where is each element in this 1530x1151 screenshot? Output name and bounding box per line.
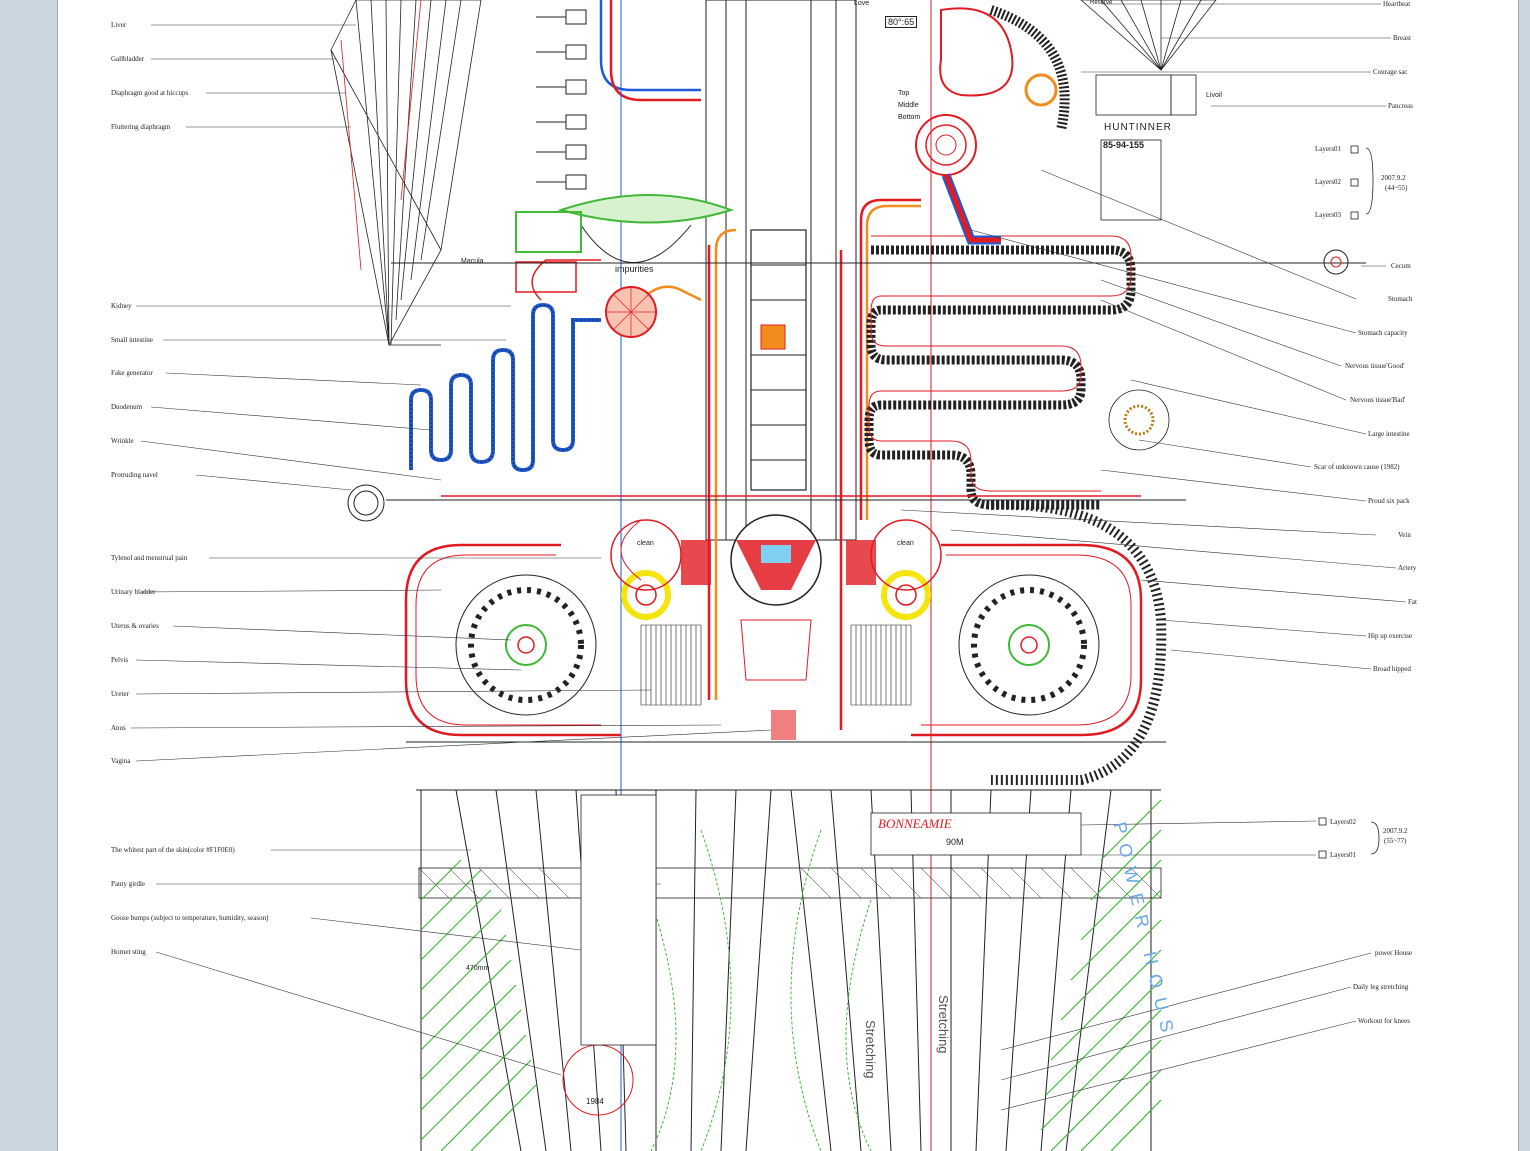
label-fake-generator: Fake generator xyxy=(111,369,153,377)
layer-bottom-1[interactable]: Layers02 xyxy=(1330,818,1357,826)
size-code: 85-94-155 xyxy=(1103,140,1145,150)
pancreas-box xyxy=(1095,74,1197,221)
label-protruding-navel: Protruding navel xyxy=(111,471,158,479)
clean-left: clean xyxy=(637,540,654,547)
label-pancreas: Pancreas xyxy=(1388,102,1413,110)
label-ureter: Ureter xyxy=(111,690,129,698)
layer-top-2[interactable]: Layers02 xyxy=(1315,178,1342,186)
pelvic-wheel-left xyxy=(404,543,621,737)
label-courage-sac: Courage sac xyxy=(1373,68,1408,76)
brand-size: 90M xyxy=(946,837,964,847)
label-hip-up: Hip up exercise xyxy=(1368,632,1412,640)
brand-box xyxy=(580,794,1082,1046)
body-diagram xyxy=(130,0,1407,1151)
label-gallbladder: Gallbladder xyxy=(111,55,145,63)
heart-region xyxy=(939,5,1070,132)
layer-top-1[interactable]: Layers01 xyxy=(1315,145,1342,153)
label-small-intestine: Small intestine xyxy=(111,336,153,344)
layer-bottom-2[interactable]: Layers01 xyxy=(1330,851,1357,859)
label-duodenum: Duodenum xyxy=(111,403,143,411)
label-panty-girdle: Panty girdle xyxy=(111,880,146,888)
label-urinary-bladder: Urinary bladder xyxy=(111,588,156,596)
year-label: 1984 xyxy=(586,1097,604,1106)
drawer-stack xyxy=(536,9,587,190)
leader-lines xyxy=(130,3,1407,1111)
layer-top-3[interactable]: Layers03 xyxy=(1315,211,1342,219)
reserve-label: Reserve xyxy=(1090,0,1113,6)
label-whitest-skin: The whitest part of the skin(color #F1F0… xyxy=(111,846,235,854)
label-broad-hipped: Broad hipped xyxy=(1373,665,1411,673)
middle-label: Middle xyxy=(898,102,919,109)
label-tylenol: Tylenol and menstrual pain xyxy=(111,554,188,562)
liver-pyramid xyxy=(330,0,482,347)
hatched-blocks xyxy=(640,624,912,706)
macula-label: Macula xyxy=(461,258,484,265)
love-label: Love xyxy=(854,0,870,7)
label-fat: Fat xyxy=(1408,598,1417,606)
brand-name: BONNEAMIE xyxy=(878,816,952,831)
stomach-spiral xyxy=(915,114,1001,245)
label-diaphragm: Diaphragm good at hiccups xyxy=(111,89,189,97)
label-uterus-ovaries: Uterus & ovaries xyxy=(111,622,159,630)
stretching-2: Stretching xyxy=(936,995,951,1054)
label-large-intestine: Large intestine xyxy=(1368,430,1410,438)
dimension-label: 470mm xyxy=(466,965,490,972)
label-wrinkle: Wrinkle xyxy=(111,437,134,445)
label-fluttering-diaphragm: Fluttering diaphragm xyxy=(111,123,171,131)
label-breast: Breast xyxy=(1393,34,1411,42)
label-stomach-capacity: Stomach capacity xyxy=(1358,329,1408,337)
stretching-1: Stretching xyxy=(863,1020,878,1079)
label-kidney: Kidney xyxy=(111,302,132,310)
uterus xyxy=(730,514,822,740)
label-cecum: Cecum xyxy=(1391,262,1411,270)
large-intestine xyxy=(864,235,1136,510)
label-nervous-good: Nervous tissue'Good' xyxy=(1345,362,1405,370)
layer-top-size: (44~55) xyxy=(1385,184,1408,192)
impurities-label: impurities xyxy=(615,264,654,274)
liver-chart-label: Livoil xyxy=(1206,92,1222,99)
huntinner-logo: HUNTINNER xyxy=(1104,122,1172,133)
green-hatch xyxy=(420,799,1162,1151)
label-vein: Vein xyxy=(1398,531,1411,539)
label-workout-knees: Workout for knees xyxy=(1358,1017,1410,1025)
label-leg-stretching: Daily leg stretching xyxy=(1353,983,1409,991)
layer-bottom-date: 2007.9.2 xyxy=(1383,827,1408,835)
layer-top-date: 2007.9.2 xyxy=(1381,174,1406,182)
breast-cone xyxy=(1080,0,1217,71)
label-vagina: Vagina xyxy=(111,757,131,765)
spine-grid xyxy=(705,0,857,541)
label-hornet-sting: Hornet sting xyxy=(111,948,146,956)
scar xyxy=(1108,389,1170,451)
kidney-wheel xyxy=(605,286,657,338)
label-power-house: power House xyxy=(1375,949,1413,957)
clean-right: clean xyxy=(897,540,914,547)
vessels xyxy=(531,0,932,1151)
measure-box: 80°:65 xyxy=(885,16,918,28)
label-six-pack: Proud six pack xyxy=(1368,497,1410,505)
layer-checkboxes xyxy=(1318,145,1380,859)
label-stomach: Stomach xyxy=(1388,295,1413,303)
layer-bottom-size: (55~77) xyxy=(1384,837,1407,845)
poster-sheet: Liver Gallbladder Diaphragm good at hicc… xyxy=(57,0,1519,1151)
pelvic-wheel-right xyxy=(911,499,1167,785)
label-artery: Artery xyxy=(1398,564,1417,572)
label-scar: Scar of unknown cause (1982) xyxy=(1314,463,1400,471)
label-nervous-bad: Nervous tissue'Bad' xyxy=(1350,396,1406,404)
label-anus: Anus xyxy=(111,724,126,732)
label-goose-bumps: Goose bumps (subject to temperature, hum… xyxy=(111,914,269,922)
label-pelvis: Pelvis xyxy=(111,656,129,664)
bottom-label: Bottom xyxy=(898,114,921,121)
navel-line xyxy=(347,249,1366,522)
label-liver: Liver xyxy=(111,21,127,29)
label-heartbeat: Heartbeat xyxy=(1383,0,1411,8)
top-label: Top xyxy=(898,90,910,97)
diaphragm xyxy=(515,194,735,293)
ovaries xyxy=(610,519,942,620)
